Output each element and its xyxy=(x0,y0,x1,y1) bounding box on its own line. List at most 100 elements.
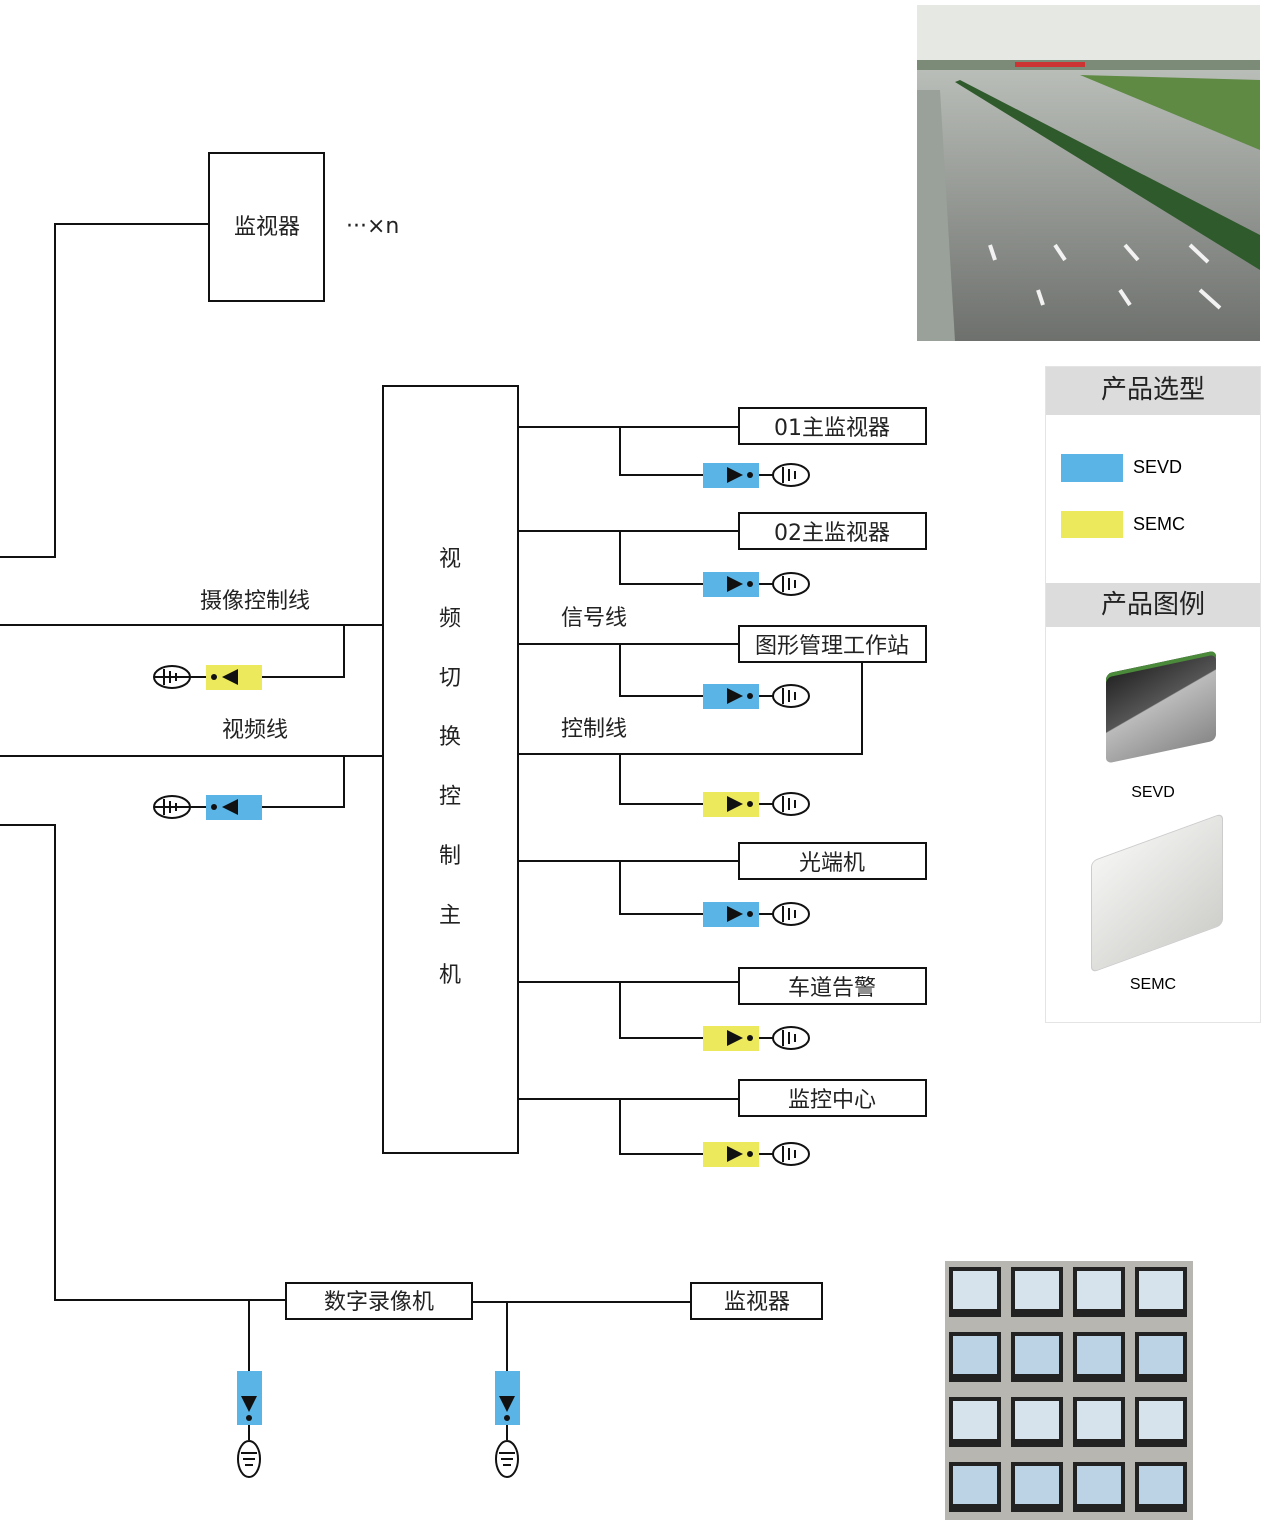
wall-screen xyxy=(953,1401,997,1439)
arrow-icon xyxy=(222,799,238,815)
ground-ellipse xyxy=(772,463,810,487)
examples-header: 产品图例 xyxy=(1046,583,1260,627)
device-box xyxy=(738,407,927,445)
device-box xyxy=(738,1079,927,1117)
legend-panel: 产品选型 SEVD SEMC 产品图例 SEVD SEMC xyxy=(1045,366,1261,1023)
signal-line-label: 信号线 xyxy=(561,606,627,631)
device-label: 车道告警 xyxy=(788,976,876,1001)
ground-icon xyxy=(772,902,810,926)
matrix-label-char: 控 xyxy=(439,785,461,810)
matrix-label-char: 频 xyxy=(439,606,461,631)
wall-screen xyxy=(953,1466,997,1504)
ground-ellipse xyxy=(772,902,810,926)
wire xyxy=(619,427,703,476)
matrix-label-char: 主 xyxy=(439,903,461,928)
semc-example-label: SEMC xyxy=(1129,976,1177,993)
arrow-icon xyxy=(727,576,743,592)
top-monitor-label: 监视器 xyxy=(234,215,300,240)
ground-icon xyxy=(772,1026,810,1050)
junction-dot xyxy=(504,1415,510,1421)
ground-bars xyxy=(782,1146,796,1162)
device-label: 光端机 xyxy=(799,851,865,876)
ground-ellipse xyxy=(772,1026,810,1050)
ground-bars xyxy=(782,576,796,592)
arrow-icon xyxy=(222,669,238,685)
device-box xyxy=(738,625,927,663)
matrix-label-char: 换 xyxy=(439,725,461,750)
wire xyxy=(619,754,703,805)
video-matrix-box xyxy=(382,385,519,1154)
wall-screen xyxy=(953,1336,997,1374)
junction-dot xyxy=(747,581,753,587)
dvr-label: 数字录像机 xyxy=(324,1290,434,1315)
junction-dot xyxy=(246,1415,252,1421)
monitor-multiplier: ···×n xyxy=(346,214,399,239)
wire xyxy=(619,982,703,1039)
wall-screen xyxy=(1015,1401,1059,1439)
wire xyxy=(619,861,703,915)
junction-dot xyxy=(747,693,753,699)
bottom-monitor-box xyxy=(690,1282,823,1320)
junction-dot xyxy=(747,1035,753,1041)
semc-device-image xyxy=(1091,812,1223,974)
sevd-legend-label: SEVD xyxy=(1133,457,1183,477)
wall-screen xyxy=(953,1271,997,1309)
wire xyxy=(619,531,703,585)
device-label: 02主监视器 xyxy=(774,521,890,546)
control-line-label: 控制线 xyxy=(561,717,627,742)
device-label: 01主监视器 xyxy=(774,416,890,441)
ground-bars xyxy=(782,467,796,483)
ground-bars xyxy=(782,688,796,704)
video-line-label: 视频线 xyxy=(222,718,288,743)
top-monitor-box xyxy=(208,152,325,302)
arrow-icon xyxy=(727,1146,743,1162)
semc-legend-label: SEMC xyxy=(1133,514,1186,534)
matrix-label-char: 机 xyxy=(439,963,461,988)
wall-screen xyxy=(1139,1336,1183,1374)
device-box xyxy=(738,967,927,1005)
junction-dot xyxy=(211,804,217,810)
wall-screen xyxy=(1077,1466,1121,1504)
junction-dot xyxy=(747,911,753,917)
bottom-monitor-label: 监视器 xyxy=(724,1290,790,1315)
device-box xyxy=(738,842,927,880)
camera-control-line-label: 摄像控制线 xyxy=(200,589,310,614)
ground-bars xyxy=(241,1452,257,1466)
selection-header: 产品选型 xyxy=(1046,367,1260,415)
wall-screen xyxy=(1015,1336,1059,1374)
arrow-icon xyxy=(727,467,743,483)
junction-dot xyxy=(747,801,753,807)
wall-screen xyxy=(1139,1401,1183,1439)
ground-icon xyxy=(237,1440,261,1478)
matrix-label-char: 切 xyxy=(439,666,461,691)
ground-bars xyxy=(782,1030,796,1046)
arrow-icon xyxy=(499,1396,515,1412)
ground-ellipse xyxy=(772,684,810,708)
ground-icon xyxy=(772,463,810,487)
device-label: 监控中心 xyxy=(788,1088,876,1113)
junction-dot xyxy=(211,674,217,680)
ground-icon xyxy=(772,684,810,708)
ground-icon xyxy=(772,792,810,816)
wall-screen xyxy=(1077,1401,1121,1439)
ground-ellipse xyxy=(772,792,810,816)
arrow-icon xyxy=(727,906,743,922)
semc-swatch xyxy=(1061,511,1123,538)
arrow-icon xyxy=(241,1396,257,1412)
ground-bars xyxy=(499,1452,515,1466)
ground-bars xyxy=(782,906,796,922)
device-box xyxy=(738,512,927,550)
ground-bars xyxy=(782,796,796,812)
ground-icon xyxy=(772,572,810,596)
ground-ellipse xyxy=(772,1142,810,1166)
wire xyxy=(619,1099,703,1155)
highway-photo xyxy=(917,5,1260,341)
wire xyxy=(619,644,703,697)
matrix-label-char: 视 xyxy=(439,547,461,572)
ground-icon xyxy=(772,1142,810,1166)
monitor-wall-photo xyxy=(945,1261,1193,1520)
wiring xyxy=(0,152,863,1440)
arrow-icon xyxy=(727,796,743,812)
arrow-icon xyxy=(727,688,743,704)
